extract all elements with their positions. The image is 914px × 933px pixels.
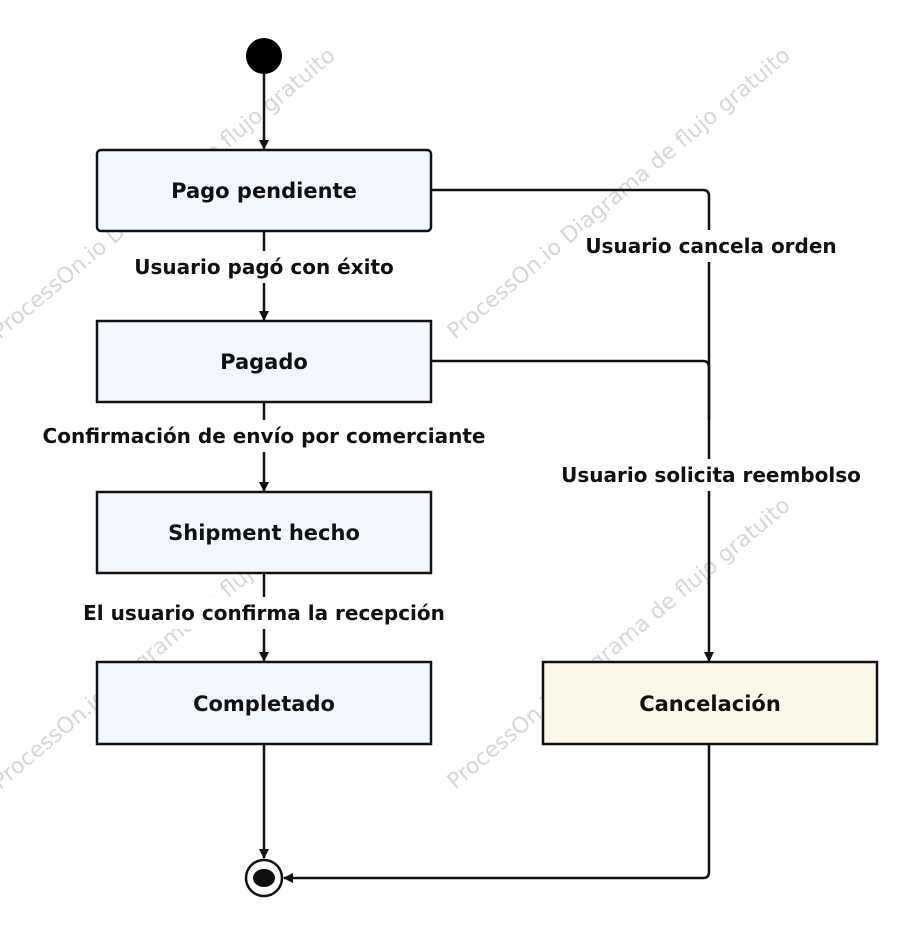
state-label: Cancelación: [639, 692, 781, 716]
state-label: Completado: [193, 692, 335, 716]
state-pago-pendiente: Pago pendiente: [95, 148, 433, 233]
transition-label-usuario-reembolso: Usuario solicita reembolso: [561, 463, 861, 487]
state-shipment-hecho: Shipment hecho: [95, 490, 433, 575]
watermark-text: ProcessOn.io Diagrama de flujo gratuito: [443, 493, 796, 795]
state-label: Shipment hecho: [168, 521, 360, 545]
edge-cancelacion-to-end: [283, 744, 711, 883]
transition-label-confirmacion-envio: Confirmación de envío por comerciante: [43, 424, 486, 448]
state-label: Pagado: [220, 350, 308, 374]
state-label: Pago pendiente: [171, 179, 357, 203]
edge-pendiente-to-cancelacion: [431, 188, 714, 662]
state-completado: Completado: [95, 660, 433, 746]
watermark-text: ProcessOn.io Diagrama de flujo gratuito: [443, 43, 796, 345]
transition-label-usuario-confirma: El usuario confirma la recepción: [83, 601, 445, 625]
edge-pagado-to-cancelacion: [431, 359, 711, 420]
initial-node: [246, 38, 282, 74]
transition-label-usuario-pago: Usuario pagó con éxito: [134, 255, 394, 279]
state-pagado: Pagado: [95, 319, 433, 404]
state-cancelacion: Cancelación: [541, 660, 879, 746]
final-node: [244, 858, 284, 898]
transition-label-usuario-cancela: Usuario cancela orden: [585, 234, 836, 258]
